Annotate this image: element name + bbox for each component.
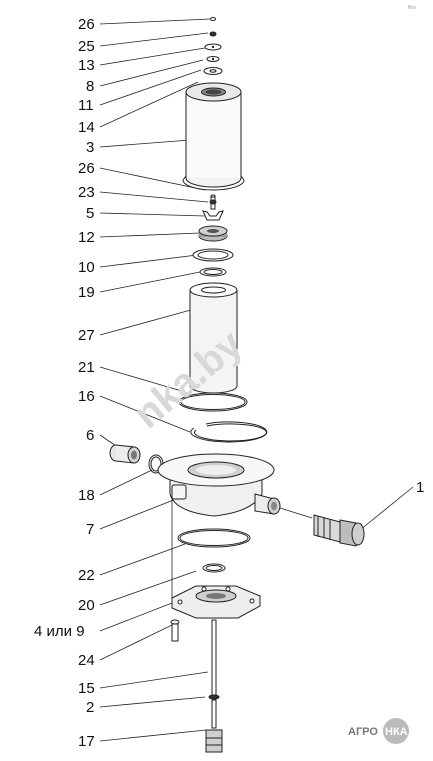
logo-badge (383, 718, 409, 744)
seals-22-20 (177, 528, 251, 573)
callout-11: 11 (78, 97, 94, 114)
callout-16: 16 (78, 388, 95, 405)
corner-mark: ffvo (408, 5, 416, 11)
sleeve-27 (189, 282, 238, 394)
callout-15: 15 (78, 680, 95, 697)
flange-base (171, 585, 261, 619)
callout-14: 14 (78, 119, 95, 136)
bolt-24 (170, 619, 180, 642)
callout-21: 21 (78, 359, 95, 376)
fitting-6 (109, 444, 164, 474)
agronka-logo: АГРО НКА (348, 718, 409, 744)
filter-element-3 (182, 82, 245, 191)
callout-13: 13 (78, 57, 95, 74)
callout-27: 27 (78, 327, 95, 344)
callout-23: 23 (78, 184, 95, 201)
logo-text-left: АГРО (348, 726, 378, 738)
leader-lines (99, 18, 414, 742)
logo-text-right: НКА (385, 726, 408, 738)
callout-18: 18 (78, 487, 95, 504)
plug-1 (279, 507, 365, 547)
callout-8: 8 (86, 78, 94, 95)
callout-labels: 26 25 13 8 11 14 3 26 23 5 12 10 19 27 2… (34, 16, 424, 750)
middle-small-parts (192, 194, 234, 277)
callout-26-mid: 26 (78, 160, 95, 177)
callout-24: 24 (78, 652, 95, 669)
callout-3: 3 (86, 139, 94, 156)
callout-4-or-9: 4 или 9 (34, 623, 85, 640)
drain-rod-assembly (205, 619, 223, 753)
callout-19: 19 (78, 284, 95, 301)
callout-17: 17 (78, 733, 95, 750)
callout-12: 12 (78, 229, 95, 246)
callout-5: 5 (86, 205, 94, 222)
callout-22: 22 (78, 567, 95, 584)
callout-7: 7 (86, 521, 94, 538)
callout-26-top: 26 (78, 16, 95, 33)
seals-21-16 (178, 392, 268, 443)
top-small-parts (203, 17, 223, 75)
callout-2: 2 (86, 699, 94, 716)
callout-25: 25 (78, 38, 95, 55)
callout-20: 20 (78, 597, 95, 614)
housing-7 (157, 453, 281, 517)
callout-10: 10 (78, 259, 95, 276)
callout-1: 1 (416, 479, 424, 496)
callout-6: 6 (86, 427, 94, 444)
